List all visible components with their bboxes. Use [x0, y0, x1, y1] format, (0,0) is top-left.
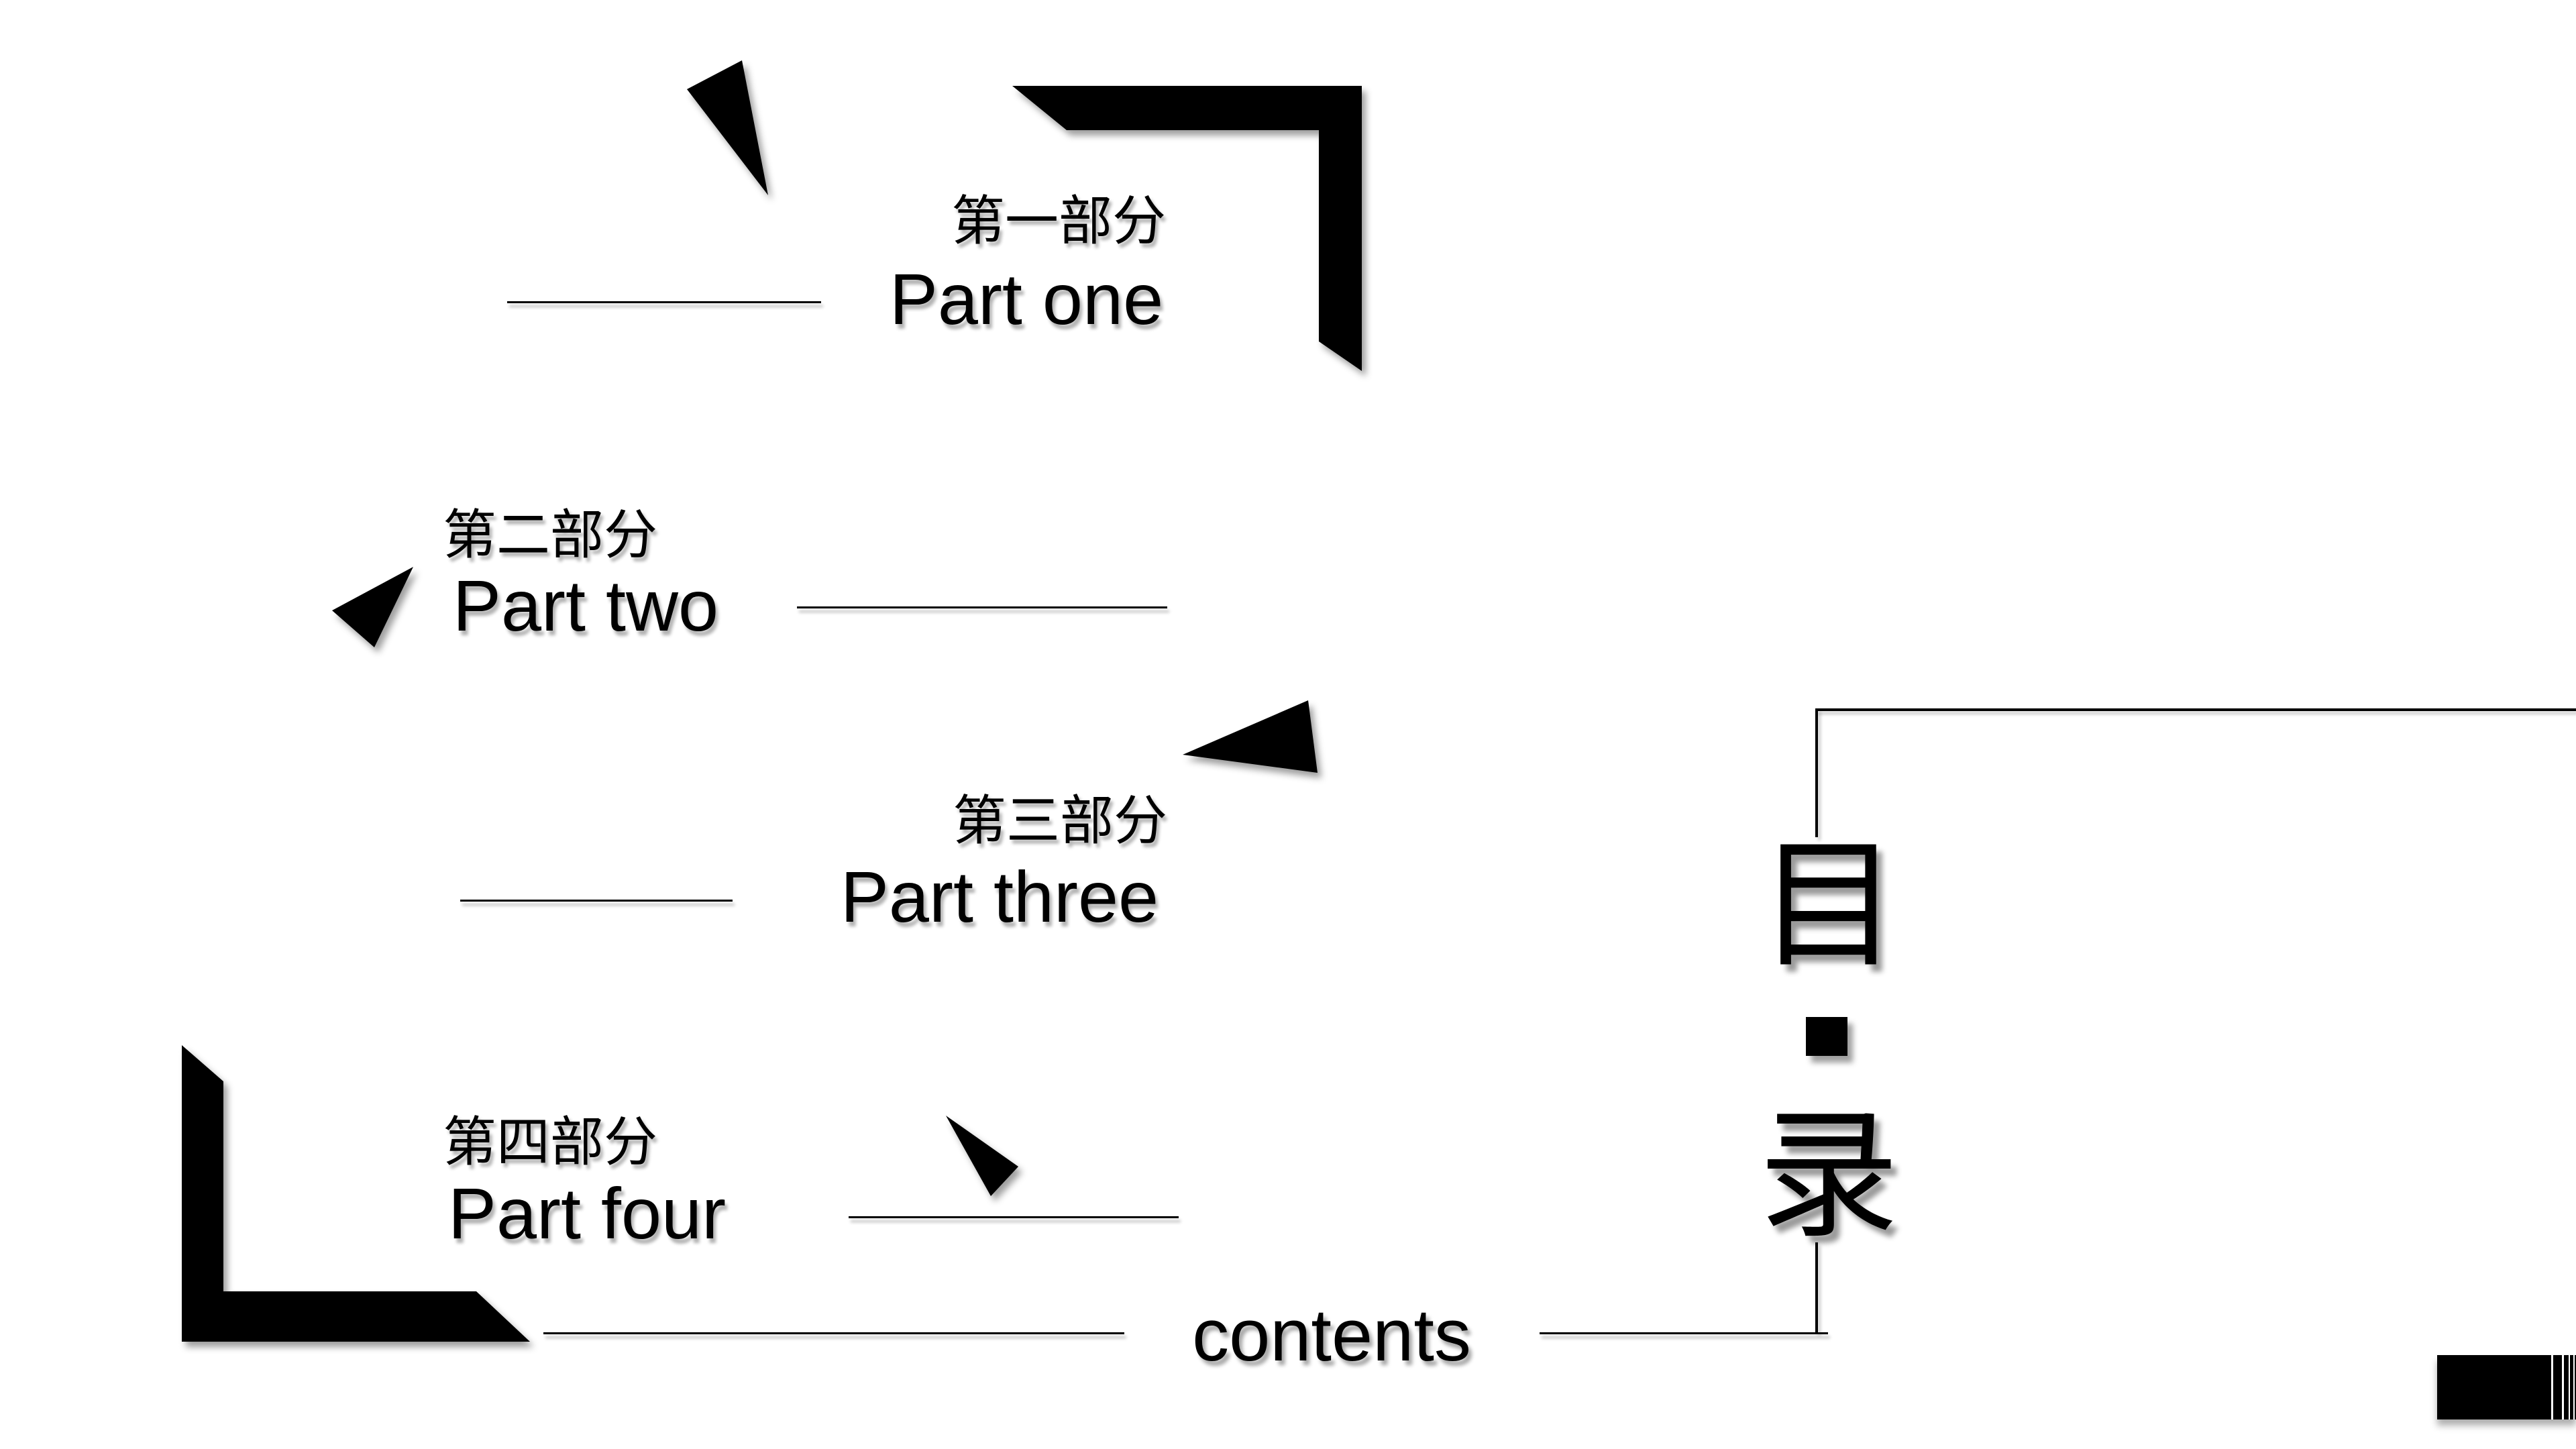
shard-triangle-part-four-icon — [946, 1116, 1018, 1196]
divider-line-part-one — [507, 301, 821, 303]
section-4-label-zh: 第四部分 — [443, 1112, 657, 1172]
triangle-part-three-icon — [1183, 700, 1318, 773]
toc-bracket-vertical-lower — [1815, 1242, 1818, 1332]
toc-bracket-top-line — [1815, 708, 2576, 711]
divider-line-part-three — [460, 900, 733, 902]
section-3-label-en: Part three — [840, 856, 1159, 937]
contents-line-left — [543, 1332, 1124, 1334]
corner-bracket-top-right — [1012, 86, 1362, 371]
toc-title-char-top: 目 — [1758, 826, 1899, 984]
divider-line-part-two — [797, 606, 1167, 608]
corner-bracket-bottom-left — [182, 1045, 530, 1342]
section-1-label-zh: 第一部分 — [951, 191, 1166, 251]
barcode-stripe — [2562, 1355, 2564, 1419]
contents-label: contents — [1192, 1294, 1471, 1377]
toc-bracket-vertical-upper — [1815, 708, 1818, 837]
divider-line-part-four — [849, 1216, 1179, 1218]
section-2-label-zh: 第二部分 — [443, 505, 657, 565]
section-4-label-en: Part four — [447, 1173, 727, 1254]
barcode-stripe — [2573, 1355, 2575, 1419]
barcode-decoration — [2437, 1355, 2576, 1419]
contents-line-right — [1540, 1332, 1828, 1334]
section-3-label-zh: 第三部分 — [953, 791, 1167, 851]
section-1-label-en: Part one — [889, 258, 1164, 339]
shard-triangle-top-left-icon — [687, 60, 768, 195]
barcode-stripe — [2569, 1355, 2570, 1419]
triangle-part-two-icon — [332, 567, 413, 647]
toc-title-separator-square-icon — [1806, 1017, 1847, 1056]
toc-title-char-bottom: 录 — [1758, 1097, 1899, 1254]
barcode-stripe — [2551, 1355, 2553, 1419]
section-2-label-en: Part two — [452, 565, 719, 646]
